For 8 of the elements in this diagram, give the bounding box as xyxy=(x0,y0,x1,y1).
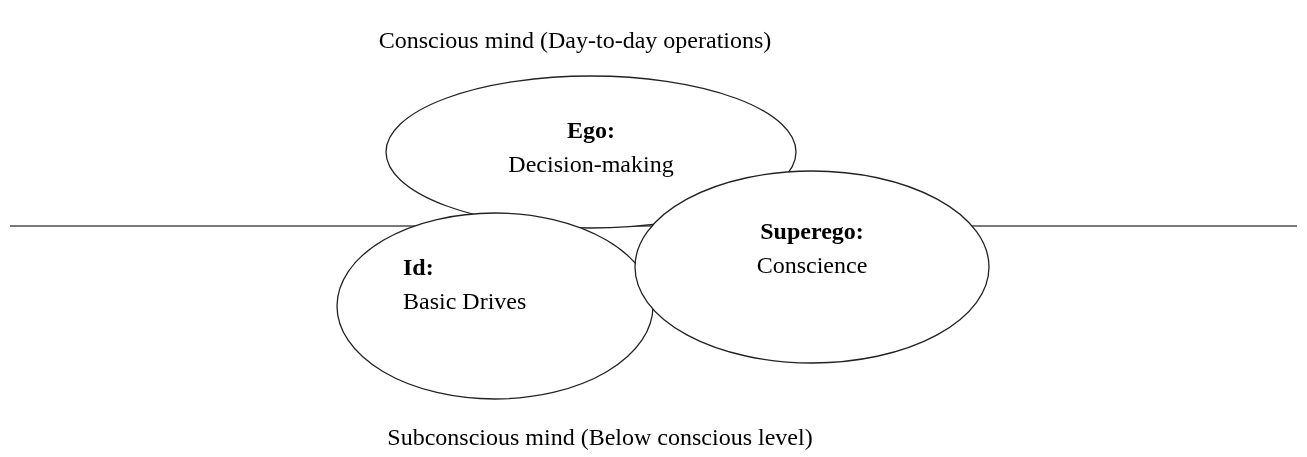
level-label: Conscious mind (Day-to-day operations) xyxy=(378,26,772,53)
heading-text: Superego: xyxy=(760,217,864,246)
description-text: Basic Drives xyxy=(403,287,527,316)
level-label: Subconscious mind (Below conscious level) xyxy=(387,423,813,450)
heading-text: Id: xyxy=(403,253,434,282)
heading-text: Ego: xyxy=(567,116,615,145)
description-text: Decision-making xyxy=(508,150,674,179)
description-text: Conscience xyxy=(756,251,868,280)
